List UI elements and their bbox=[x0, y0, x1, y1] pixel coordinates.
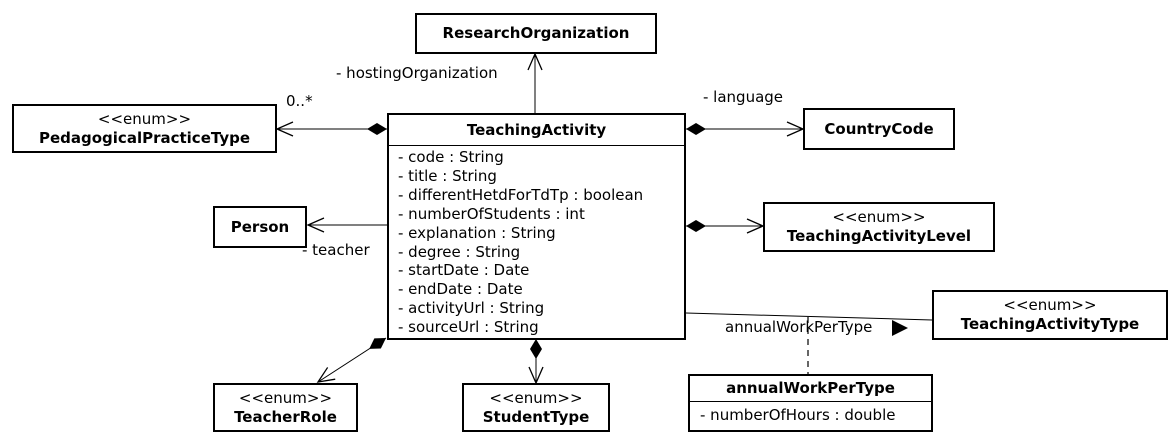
class-title-compartment: annualWorkPerType bbox=[690, 376, 931, 402]
composition-teacher-role-line bbox=[316, 337, 387, 383]
enum-student-type: <<enum>> StudentType bbox=[462, 383, 610, 432]
class-name: TeachingActivityType bbox=[960, 315, 1140, 333]
attribute: - startDate : Date bbox=[398, 261, 530, 280]
association-annual-work-per-type-line bbox=[685, 312, 933, 321]
stereotype-label: <<enum>> bbox=[832, 208, 926, 226]
class-research-organization: ResearchOrganization bbox=[415, 13, 657, 54]
stereotype-label: <<enum>> bbox=[97, 109, 192, 128]
class-name: TeachingActivity bbox=[466, 120, 607, 139]
stereotype-label: <<enum>> bbox=[489, 388, 583, 407]
class-name: Person bbox=[230, 217, 290, 236]
edge-label-language: - language bbox=[703, 88, 784, 106]
edge-label-teacher: - teacher bbox=[302, 241, 370, 259]
class-name: TeacherRole bbox=[234, 407, 337, 426]
multiplicity-label: 0..* bbox=[286, 92, 313, 110]
class-name: PedagogicalPracticeType bbox=[38, 128, 251, 147]
association-class-annual-work-per-type: annualWorkPerType - numberOfHours : doub… bbox=[688, 374, 933, 432]
attribute: - endDate : Date bbox=[398, 280, 523, 299]
edge-label-hosting-organization: - hostingOrganization bbox=[336, 64, 498, 82]
class-teaching-activity: TeachingActivity - code : String - title… bbox=[387, 113, 686, 340]
class-name: ResearchOrganization bbox=[442, 24, 630, 42]
attribute: - code : String bbox=[398, 148, 504, 166]
enum-teaching-activity-level: <<enum>> TeachingActivityLevel bbox=[763, 202, 995, 252]
enum-teacher-role: <<enum>> TeacherRole bbox=[213, 383, 358, 432]
class-title-compartment: TeachingActivity bbox=[389, 115, 684, 146]
class-name: TeachingActivityLevel bbox=[786, 227, 972, 245]
enum-teaching-activity-type: <<enum>> TeachingActivityType bbox=[932, 290, 1168, 340]
class-country-code: CountryCode bbox=[803, 108, 955, 150]
stereotype-label: <<enum>> bbox=[1003, 296, 1097, 314]
class-attributes-compartment: - code : String - title : String - diffe… bbox=[389, 146, 684, 337]
class-attributes-compartment: - numberOfHours : double bbox=[690, 402, 931, 425]
class-name: CountryCode bbox=[824, 119, 934, 138]
attribute: - explanation : String bbox=[398, 223, 556, 242]
direction-triangle-icon bbox=[892, 320, 908, 336]
attribute: - sourceUrl : String bbox=[398, 318, 539, 337]
attribute: - degree : String bbox=[398, 242, 521, 261]
class-name: StudentType bbox=[482, 407, 590, 426]
class-person: Person bbox=[213, 206, 307, 248]
attribute: - numberOfHours : double bbox=[700, 406, 896, 424]
attribute: - activityUrl : String bbox=[398, 299, 545, 318]
attribute: - numberOfStudents : int bbox=[398, 204, 585, 223]
class-name: annualWorkPerType bbox=[726, 379, 895, 397]
attribute: - title : String bbox=[398, 166, 497, 185]
edge-label-annual-work-per-type: annualWorkPerType bbox=[725, 318, 873, 336]
enum-pedagogical-practice-type: <<enum>> PedagogicalPracticeType bbox=[12, 104, 277, 153]
stereotype-label: <<enum>> bbox=[238, 388, 333, 407]
attribute: - differentHetdForTdTp : boolean bbox=[398, 185, 644, 204]
